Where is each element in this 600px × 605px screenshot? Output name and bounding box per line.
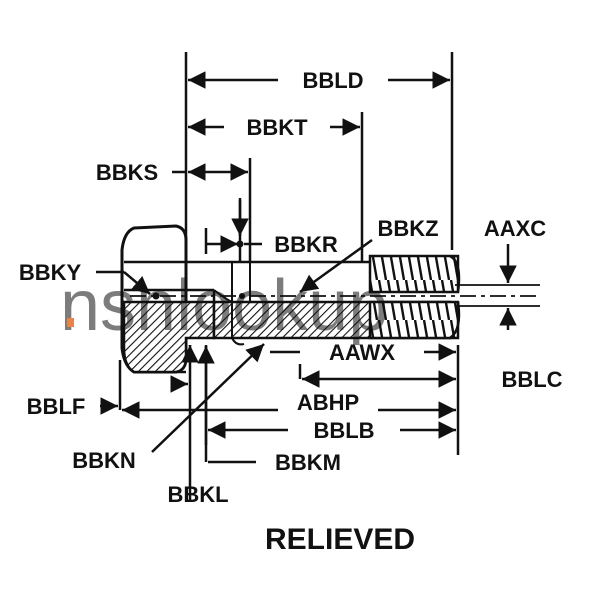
label-aawx: AAWX bbox=[329, 340, 395, 365]
label-bblb: BBLB bbox=[313, 418, 374, 443]
label-abhp: ABHP bbox=[297, 390, 359, 415]
label-bbld: BBLD bbox=[302, 68, 363, 93]
label-bbkl: BBKL bbox=[167, 482, 228, 507]
dimension-lines bbox=[100, 71, 517, 439]
label-bblf: BBLF bbox=[27, 394, 86, 419]
bolt-part bbox=[120, 224, 540, 374]
watermark-dot bbox=[67, 318, 74, 327]
watermark: nsnlookup bbox=[60, 266, 388, 346]
leader-lines bbox=[96, 170, 373, 464]
label-bbkt: BBKT bbox=[246, 115, 308, 140]
label-bbkm: BBKM bbox=[275, 450, 341, 475]
label-bbks: BBKS bbox=[96, 160, 158, 185]
label-bbkn: BBKN bbox=[72, 448, 136, 473]
dimension-labels: BBLD BBKT BBKS BBKR BBKZ AAXC BBKY AAWX … bbox=[19, 68, 563, 507]
drawing-caption: RELIEVED bbox=[265, 523, 415, 556]
label-bblc: BBLC bbox=[501, 367, 562, 392]
label-bbkr: BBKR bbox=[274, 232, 338, 257]
label-aaxc: AAXC bbox=[484, 216, 546, 241]
label-bbky: BBKY bbox=[19, 260, 82, 285]
label-bbkz: BBKZ bbox=[377, 216, 438, 241]
